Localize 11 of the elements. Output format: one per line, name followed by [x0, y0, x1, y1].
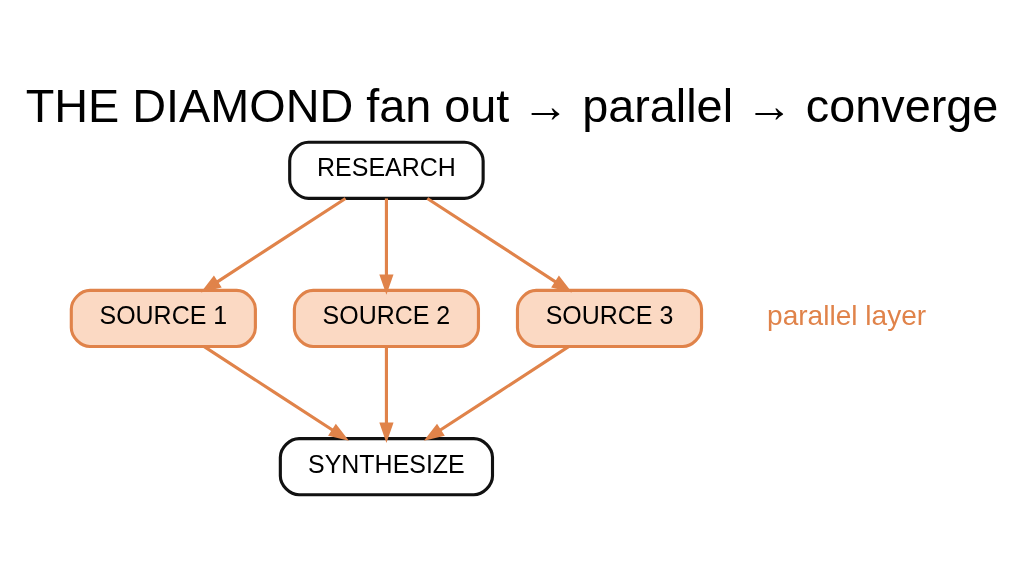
arrow [200, 196, 347, 293]
arrow [379, 197, 394, 295]
label: parallel layer [767, 299, 927, 331]
node-box: SOURCE 3 [515, 288, 704, 348]
node-box: SOURCE 1 [69, 288, 257, 348]
node-box: RESEARCH [288, 140, 485, 200]
node-box: SOURCE 2 [292, 288, 480, 348]
arrow [379, 346, 394, 443]
arrow [426, 196, 573, 293]
node-box: SYNTHESIZE [278, 436, 495, 496]
diagram-title: THE DIAMOND fan out → parallel → converge [25, 79, 999, 132]
